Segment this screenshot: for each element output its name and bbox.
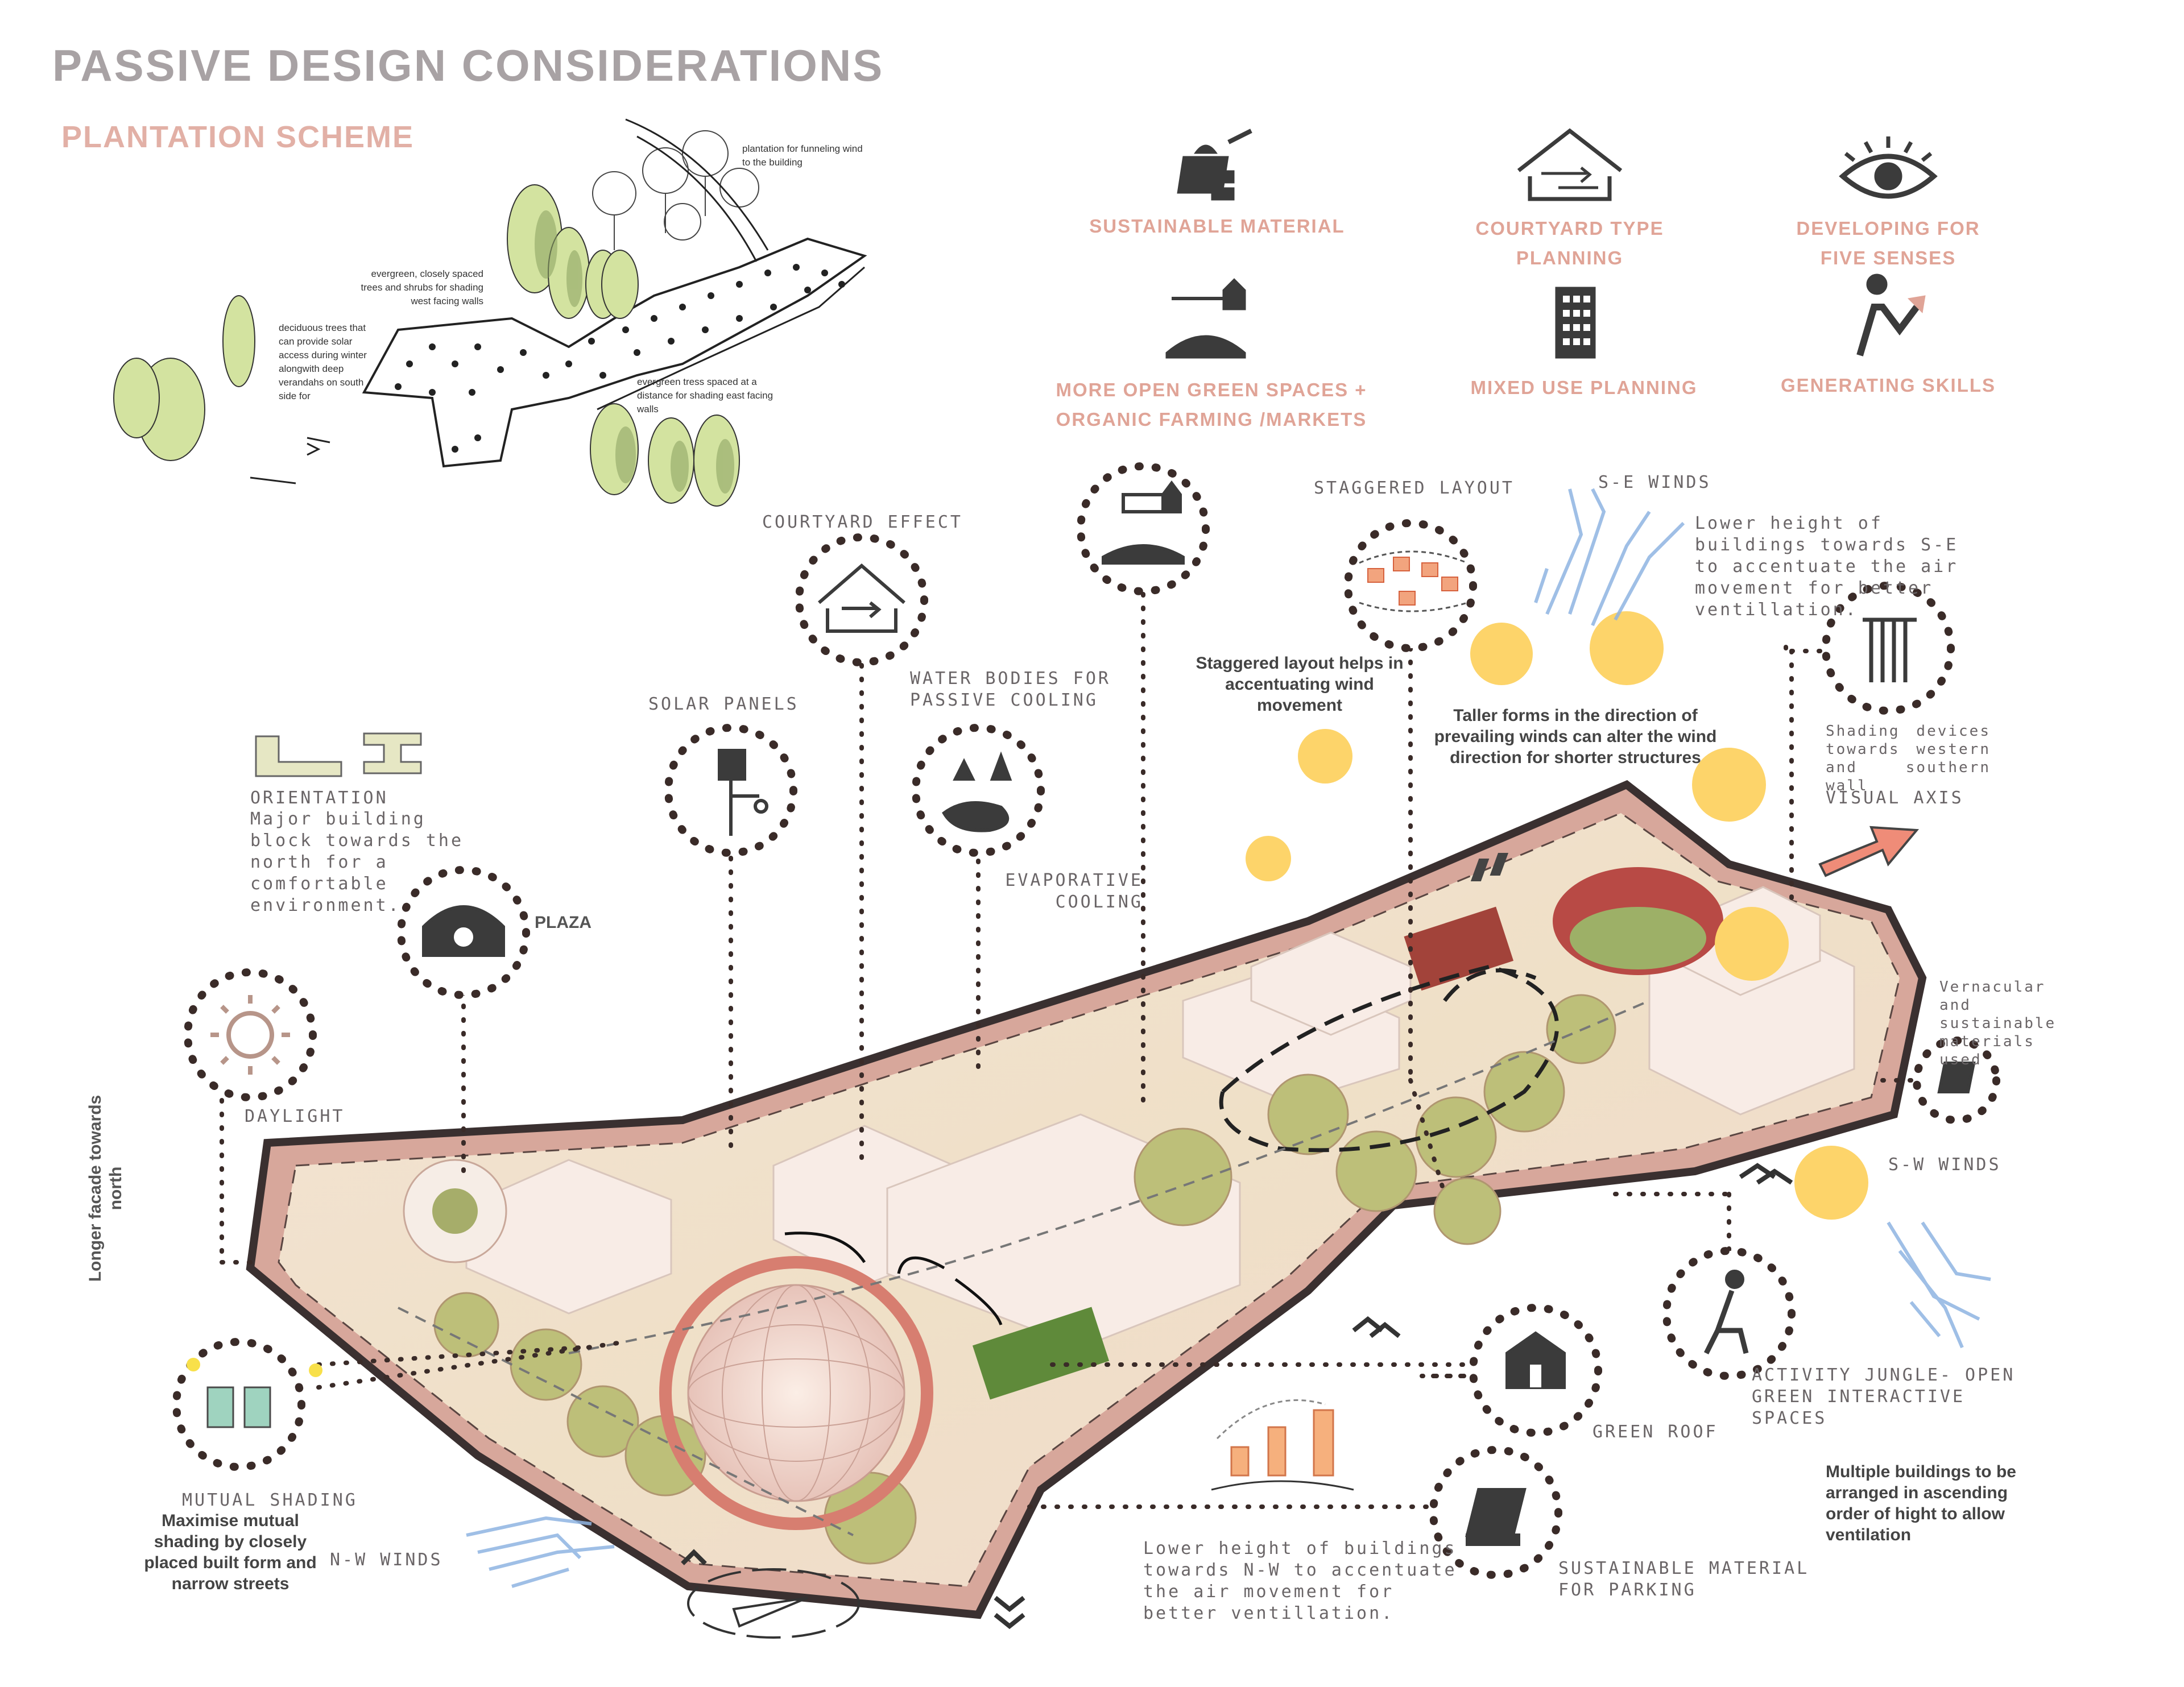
site-plan xyxy=(246,780,1927,1619)
note-se-winds: Lower height of buildings towards S-E to… xyxy=(1695,513,1959,620)
ring-icons xyxy=(187,480,1976,1546)
note-staggered: Staggered layout helps in accentuating w… xyxy=(1196,654,1404,715)
north-arrow xyxy=(687,1568,860,1639)
label-se-winds: S-E WINDS xyxy=(1598,472,1711,492)
ascending-diagram xyxy=(1211,1399,1354,1491)
note-funnel: plantation for funneling wind to the bui… xyxy=(742,143,863,168)
label-visual-axis: VISUAL AXIS xyxy=(1826,788,1964,808)
callout-rings xyxy=(172,462,2000,1579)
label-water-bodies: WATER BODIES FOR PASSIVE COOLING xyxy=(910,669,1111,710)
note-ascending: Multiple buildings to be arranged in asc… xyxy=(1826,1462,2016,1544)
legend-mixed-use: MIXED USE PLANNING xyxy=(1470,377,1698,398)
label-longer-facade: Longer facade towards north xyxy=(86,1095,125,1282)
note-orientation: Major building block towards the north f… xyxy=(250,809,464,915)
note-evergreen-east: evergreen tress spaced at a distance for… xyxy=(637,376,774,415)
legend-skills: GENERATING SKILLS xyxy=(1780,375,1996,396)
label-courtyard-effect: COURTYARD EFFECT xyxy=(762,512,963,532)
page-subtitle: PLANTATION SCHEME xyxy=(61,120,414,154)
legend-courtyard-planning: COURTYARD TYPE PLANNING xyxy=(1475,218,1664,268)
wind-chevrons xyxy=(681,1163,1793,1630)
note-vernacular: Vernacular and sustainable materials use… xyxy=(1939,979,2057,1068)
label-mutual-shading: MUTUAL SHADING xyxy=(182,1490,358,1510)
sun-circles xyxy=(1246,611,1868,1220)
label-activity-jungle: ACTIVITY JUNGLE- OPEN GREEN INTERACTIVE … xyxy=(1752,1365,2016,1428)
label-plaza: PLAZA xyxy=(535,913,592,932)
note-deciduous: deciduous trees that can provide solar a… xyxy=(279,322,367,401)
legend-sustainable-material: SUSTAINABLE MATERIAL xyxy=(1089,215,1345,237)
label-solar-panels: SOLAR PANELS xyxy=(648,694,799,714)
label-staggered-layout: STAGGERED LAYOUT xyxy=(1314,478,1515,498)
note-shading-devices: Shading devices towards western and sout… xyxy=(1826,723,1991,794)
label-parking-material: SUSTAINABLE MATERIAL FOR PARKING xyxy=(1558,1558,1810,1600)
legend-icons xyxy=(1165,128,1938,359)
note-mutual-shading: Maximise mutual shading by closely place… xyxy=(144,1511,317,1593)
label-daylight: DAYLIGHT xyxy=(245,1106,345,1126)
label-sw-winds: S-W WINDS xyxy=(1888,1155,2001,1175)
note-taller-forms: Taller forms in the direction of prevail… xyxy=(1434,706,1717,767)
wind-streaks xyxy=(466,488,1991,1588)
note-evergreen-west: evergreen, closely spaced trees and shru… xyxy=(361,268,483,306)
label-nw-winds: N-W WINDS xyxy=(330,1550,443,1570)
note-nw-winds: Lower height of buildings towards N-W to… xyxy=(1143,1539,1457,1623)
legend-five-senses: DEVELOPING FOR FIVE SENSES xyxy=(1796,218,1980,268)
label-orientation: ORIENTATION xyxy=(250,788,388,808)
orientation-blocks xyxy=(255,732,422,777)
visual-axis-arrow xyxy=(1470,826,1920,881)
plantation-sketch xyxy=(113,118,867,507)
legend-open-green: MORE OPEN GREEN SPACES + ORGANIC FARMING… xyxy=(1056,379,1367,430)
label-evaporative-cooling: EVAPORATIVE COOLING xyxy=(1005,871,1143,912)
page-title: PASSIVE DESIGN CONSIDERATIONS xyxy=(52,40,884,90)
label-green-roof: GREEN ROOF xyxy=(1592,1422,1718,1442)
